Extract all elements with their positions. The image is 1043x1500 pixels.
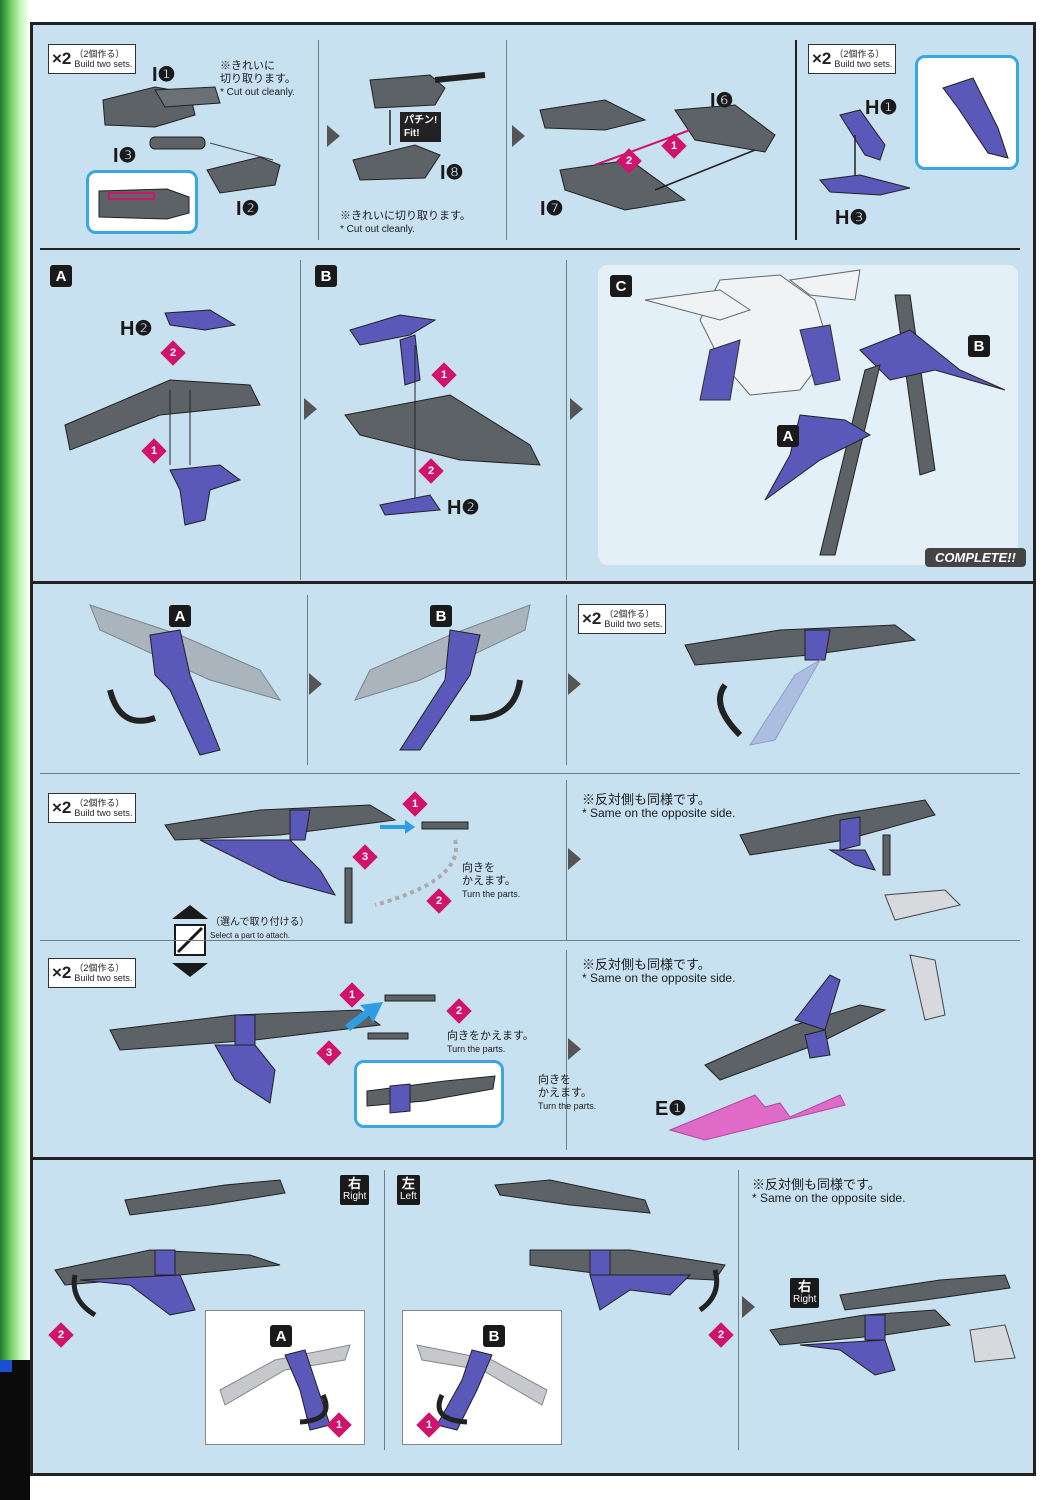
part-label-i1: I❶ (152, 64, 176, 86)
step-c-label: C (610, 275, 632, 297)
badge-en: Build two sets. (74, 59, 133, 69)
divider (566, 595, 567, 765)
build-two-badge: ×2 （2個作る）Build two sets. (48, 958, 137, 988)
step-arrow (742, 1296, 755, 1318)
part-illustration (64, 309, 261, 526)
part-illustration (354, 604, 531, 751)
part-label-h3: H❸ (835, 207, 868, 229)
part-illustration (819, 109, 911, 196)
part-illustration (494, 1179, 726, 1313)
multiplier: ×2 (52, 49, 72, 68)
same-side-note: ※反対側も同様です。* Same on the opposite side. (582, 957, 736, 985)
part-ref-b: B (483, 1325, 505, 1347)
cut-note: ※きれいに切り取ります。* Cut out cleanly. (220, 60, 296, 98)
select-arrow-icon (172, 905, 208, 977)
part-illustration (416, 1344, 548, 1431)
part-illustration (739, 799, 961, 921)
build-two-badge: ×2 （2個作る）Build two sets. (48, 793, 137, 823)
part-illustration (668, 954, 946, 1141)
part-label-i3: I❸ (113, 145, 137, 167)
step-arrow (568, 673, 581, 695)
complete-banner: COMPLETE!! (925, 548, 1026, 567)
build-two-badge: ×2 （2個作る）Build two sets. (808, 44, 897, 74)
part-illustration (54, 1179, 286, 1318)
part-illustration (539, 99, 776, 211)
part-label-e1: E❶ (655, 1098, 687, 1120)
step-arrow (512, 125, 525, 147)
turn-note: 向きをかえます。Turn the parts. (462, 862, 521, 899)
part-illustration (102, 86, 281, 194)
cut-note-2: ※きれいに切り取ります。* Cut out cleanly. (340, 210, 471, 235)
step-b-label: B (315, 265, 337, 287)
section-divider (33, 1157, 1033, 1160)
same-side-note: ※反対側も同様です。* Same on the opposite side. (582, 792, 736, 820)
part-illustration (684, 624, 917, 746)
divider (506, 40, 507, 240)
inset-part (366, 1075, 496, 1114)
same-side-note: ※反対側も同様です。* Same on the opposite side. (752, 1177, 906, 1205)
part-label-i2: I❷ (236, 198, 260, 220)
page-edge-graphic (0, 0, 30, 1500)
part-ref-a: A (270, 1325, 292, 1347)
divider (738, 1170, 739, 1450)
step-arrow (570, 398, 583, 420)
step-a-label: A (50, 265, 72, 287)
part-ref-a: A (169, 605, 191, 627)
row-divider (40, 773, 1020, 774)
divider (318, 40, 319, 240)
part-label-h2: H❷ (120, 318, 153, 340)
select-note: （選んで取り付ける）Select a part to attach. (210, 917, 310, 940)
inset-part (942, 77, 1009, 159)
step-arrow (568, 1038, 581, 1060)
divider (300, 260, 301, 580)
section-divider (33, 581, 1033, 584)
build-two-badge: ×2 （2個作る）Build two sets. (48, 44, 137, 74)
part-illustration (352, 72, 486, 181)
divider (795, 40, 797, 240)
part-illustration (344, 314, 541, 516)
part-ref-b: B (968, 335, 990, 357)
part-label-h2: H❷ (447, 497, 480, 519)
part-label-i7: I❼ (540, 198, 564, 220)
detail-inset (354, 1060, 504, 1128)
inset-part (98, 188, 190, 220)
detail-inset (86, 170, 198, 234)
build-two-badge: ×2 （2個作る）Build two sets. (578, 604, 667, 634)
part-illustration (89, 604, 282, 756)
turn-note-2: 向きをかえます。Turn the parts. (538, 1074, 597, 1111)
turn-note: 向きをかえます。Turn the parts. (447, 1030, 534, 1054)
row-divider (40, 940, 1020, 941)
part-illustration (769, 1274, 1016, 1376)
part-illustration (764, 294, 1006, 556)
detail-inset (915, 55, 1019, 170)
step-arrow (309, 673, 322, 695)
part-label-i6: I❻ (710, 90, 734, 112)
part-ref-b: B (430, 605, 452, 627)
part-illustration (164, 804, 469, 924)
part-ref-a: A (777, 425, 799, 447)
fit-badge: パチン!Fit! (400, 112, 442, 142)
step-arrow (304, 398, 317, 420)
divider (307, 595, 308, 765)
divider (566, 260, 567, 580)
part-label-h1: H❶ (865, 97, 898, 119)
divider (384, 1170, 385, 1450)
robot-illustration (644, 269, 861, 401)
part-illustration (219, 1344, 351, 1431)
divider (566, 950, 567, 1150)
section-divider (40, 248, 1020, 250)
divider (566, 780, 567, 940)
step-arrow (327, 125, 340, 147)
badge-jp: （2個作る） (74, 49, 125, 59)
part-illustration (109, 994, 436, 1104)
part-label-i8: I❽ (440, 162, 464, 184)
step-arrow (568, 848, 581, 870)
